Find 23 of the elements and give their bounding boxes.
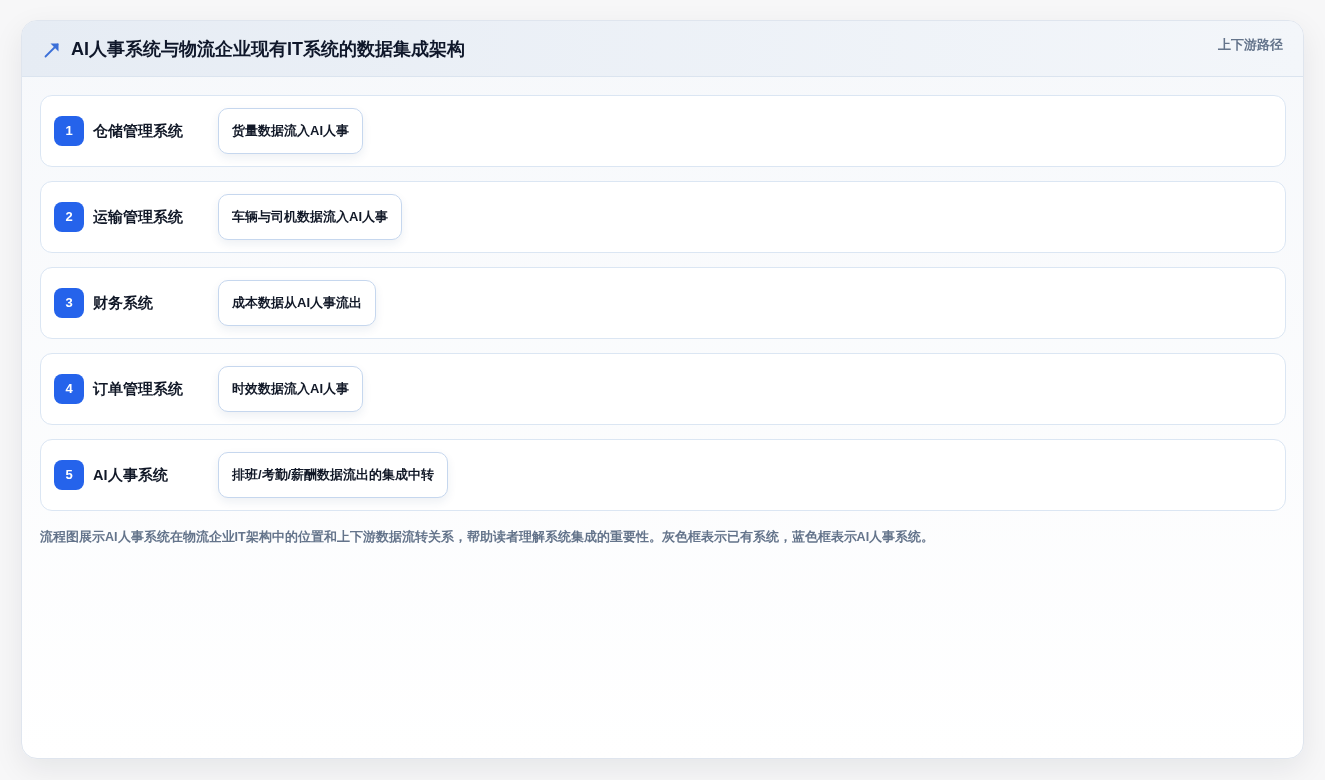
- number-badge: 2: [54, 202, 84, 232]
- data-box: 货量数据流入AI人事: [218, 108, 363, 154]
- number-badge: 1: [54, 116, 84, 146]
- row-card: [40, 353, 1286, 425]
- system-name: 订单管理系统: [93, 380, 183, 399]
- data-box: 成本数据从AI人事流出: [218, 280, 376, 326]
- system-name: 财务系统: [93, 294, 153, 313]
- system-name: 运输管理系统: [93, 208, 183, 227]
- data-box: 排班/考勤/薪酬数据流出的集成中转: [218, 452, 449, 498]
- row-card: [40, 181, 1286, 253]
- title: AI人事系统与物流企业现有IT系统的数据集成架构: [71, 38, 465, 61]
- number-badge: 5: [54, 460, 84, 490]
- system-name: 仓储管理系统: [93, 122, 183, 141]
- path-label: 上下游路径: [1218, 36, 1283, 54]
- row-card: [40, 267, 1286, 339]
- caption: 流程图展示AI人事系统在物流企业IT架构中的位置和上下游数据流转关系，帮助读者理解系统集成的重要性。灰色框表示已有系统，蓝色框表示AI人事系统。: [40, 529, 935, 546]
- row-card: [40, 439, 1286, 511]
- row-card: [40, 95, 1286, 167]
- data-box: 时效数据流入AI人事: [218, 366, 363, 412]
- system-name: AI人事系统: [93, 466, 168, 485]
- number-badge: 3: [54, 288, 84, 318]
- number-badge: 4: [54, 374, 84, 404]
- data-box: 车辆与司机数据流入AI人事: [218, 194, 402, 240]
